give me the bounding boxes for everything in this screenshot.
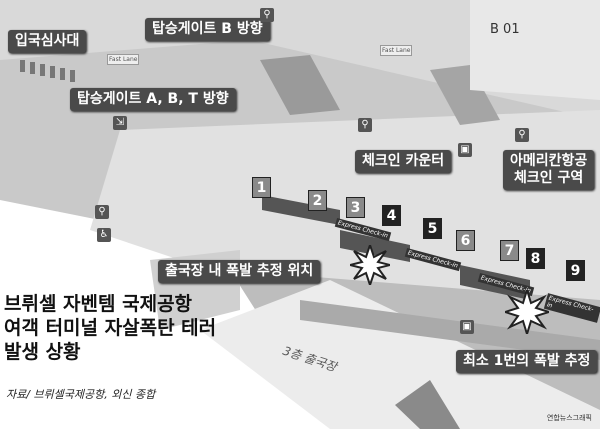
fast-lane-sign: Fast Lane bbox=[380, 45, 413, 56]
baggage-icon: ▣ bbox=[458, 143, 472, 157]
aa-line2: 체크인 구역 bbox=[514, 169, 584, 186]
explosion-icon bbox=[350, 245, 390, 285]
exit-icon: ⇲ bbox=[113, 116, 127, 130]
aa-line1: 아메리칸항공 bbox=[510, 153, 588, 169]
headline-line2: 여객 터미널 자살폭탄 테러 bbox=[4, 317, 217, 339]
counter-7: 7 bbox=[500, 240, 519, 261]
headline-line1: 브뤼셀 자벤템 국제공항 bbox=[4, 293, 193, 315]
fast-lane-sign: Fast Lane bbox=[107, 54, 140, 65]
counter-3: 3 bbox=[346, 197, 365, 218]
counter-1: 1 bbox=[252, 177, 271, 198]
credit: 연합뉴스그래픽 bbox=[546, 414, 592, 422]
counter-2: 2 bbox=[308, 190, 327, 211]
counter-5: 5 bbox=[423, 218, 442, 239]
label-explosion-min: 최소 1번의 폭발 추정 bbox=[456, 350, 598, 373]
gate-b01: B 01 bbox=[490, 22, 520, 37]
baggage-icon: ▣ bbox=[460, 320, 474, 334]
restroom-icon: ⚲ bbox=[358, 118, 372, 132]
accessibility-icon: ♿ bbox=[97, 228, 111, 242]
label-american-airlines: 아메리칸항공 체크인 구역 bbox=[503, 150, 595, 190]
label-gate-b: 탑승게이트 B 방향 bbox=[145, 18, 270, 41]
label-checkin-counter: 체크인 카운터 bbox=[355, 150, 452, 173]
headline: 브뤼셀 자벤템 국제공항 여객 터미널 자살폭탄 테러 발생 상황 bbox=[4, 292, 216, 364]
counter-6: 6 bbox=[456, 230, 475, 251]
label-immigration: 입국심사대 bbox=[8, 30, 87, 53]
counter-4: 4 bbox=[382, 205, 401, 226]
explosion-icon bbox=[505, 290, 549, 334]
counter-8: 8 bbox=[526, 248, 545, 269]
counter-9: 9 bbox=[566, 260, 585, 281]
label-gate-abt: 탑승게이트 A, B, T 방향 bbox=[70, 88, 236, 111]
restroom-icon: ⚲ bbox=[515, 128, 529, 142]
arrow-entrance bbox=[395, 380, 460, 429]
restroom-icon: ⚲ bbox=[95, 205, 109, 219]
label-explosion-location: 출국장 내 폭발 추정 위치 bbox=[158, 260, 321, 283]
headline-line3: 발생 상황 bbox=[4, 341, 81, 363]
source-note: 자료/ 브뤼셀국제공항, 외신 종합 bbox=[6, 388, 156, 401]
restroom-icon: ⚲ bbox=[260, 8, 274, 22]
